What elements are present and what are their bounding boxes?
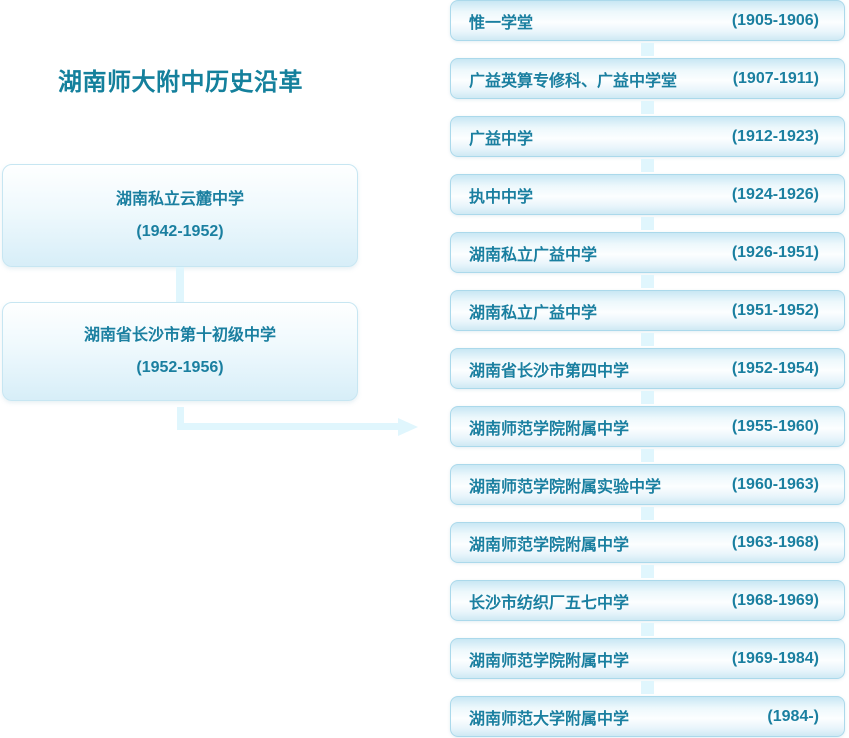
timeline-box: 湖南师范学院附属中学 (1955-1960)	[450, 406, 845, 447]
school-name: 湖南私立云麓中学	[115, 191, 244, 208]
timeline-connector-square	[641, 507, 654, 520]
school-name: 湖南师范学院附属中学	[469, 420, 630, 438]
school-name: 长沙市纺织厂五七中学	[469, 594, 630, 612]
merge-arrow-horizontal	[177, 423, 398, 430]
school-years: (1955-1960)	[731, 417, 819, 435]
merge-arrow-vertical	[177, 407, 184, 430]
school-name: 湖南师范学院附属中学	[469, 536, 630, 554]
school-years: (1952-1956)	[136, 359, 224, 376]
school-name: 湖南师范大学附属中学	[469, 710, 630, 728]
timeline-connector-square	[641, 681, 654, 694]
branch-connector-bar	[176, 267, 184, 302]
timeline-connector-square	[641, 391, 654, 404]
timeline-box: 惟一学堂 (1905-1906)	[450, 0, 845, 41]
school-years: (1963-1968)	[731, 533, 819, 551]
timeline-box: 湖南私立广益中学 (1951-1952)	[450, 290, 845, 331]
timeline-box: 湖南师范大学附属中学 (1984-)	[450, 696, 845, 737]
timeline-box: 湖南私立广益中学 (1926-1951)	[450, 232, 845, 273]
school-name: 湖南省长沙市第十初级中学	[83, 327, 276, 344]
school-years: (1968-1969)	[731, 591, 819, 609]
timeline-connector-square	[641, 101, 654, 114]
timeline-connector-square	[641, 565, 654, 578]
timeline-connector-square	[641, 449, 654, 462]
timeline-connector-square	[641, 623, 654, 636]
branch-box-tenth-junior: 湖南省长沙市第十初级中学 (1952-1956)	[2, 302, 358, 401]
school-years: (1952-1954)	[731, 359, 819, 377]
timeline-box: 湖南省长沙市第四中学 (1952-1954)	[450, 348, 845, 389]
timeline-box: 广益英算专修科、广益中学堂 (1907-1911)	[450, 58, 845, 99]
timeline-box: 湖南师范学院附属实验中学 (1960-1963)	[450, 464, 845, 505]
school-years: (1926-1951)	[731, 243, 819, 261]
diagram-title: 湖南师大附中历史沿革	[58, 69, 303, 96]
school-name: 广益英算专修科、广益中学堂	[469, 72, 678, 90]
timeline-box: 湖南师范学院附属中学 (1969-1984)	[450, 638, 845, 679]
school-name: 湖南省长沙市第四中学	[469, 362, 630, 380]
timeline-connector-square	[641, 275, 654, 288]
timeline-connector-square	[641, 159, 654, 172]
school-name: 湖南私立广益中学	[469, 246, 598, 264]
school-years: (1924-1926)	[731, 185, 819, 203]
school-name: 执中中学	[469, 188, 534, 206]
school-years: (1969-1984)	[731, 649, 819, 667]
school-name: 湖南师范学院附属中学	[469, 652, 630, 670]
timeline-connector-square	[641, 43, 654, 56]
timeline-box: 广益中学 (1912-1923)	[450, 116, 845, 157]
timeline-connector-square	[641, 333, 654, 346]
timeline-box: 执中中学 (1924-1926)	[450, 174, 845, 215]
school-name: 惟一学堂	[469, 14, 534, 32]
timeline-box: 湖南师范学院附属中学 (1963-1968)	[450, 522, 845, 563]
school-years: (1942-1952)	[136, 223, 224, 240]
school-years: (1960-1963)	[731, 475, 819, 493]
branch-box-yunlu: 湖南私立云麓中学 (1942-1952)	[2, 164, 358, 267]
school-years: (1951-1952)	[731, 301, 819, 319]
school-years: (1905-1906)	[731, 11, 819, 29]
timeline-box: 长沙市纺织厂五七中学 (1968-1969)	[450, 580, 845, 621]
school-name: 湖南师范学院附属实验中学	[469, 478, 662, 496]
school-name: 广益中学	[469, 130, 534, 148]
arrow-right-icon	[398, 418, 418, 436]
school-years: (1907-1911)	[732, 69, 819, 87]
timeline-connector-square	[641, 217, 654, 230]
school-years: (1984-)	[767, 707, 819, 725]
school-years: (1912-1923)	[731, 127, 819, 145]
school-name: 湖南私立广益中学	[469, 304, 598, 322]
